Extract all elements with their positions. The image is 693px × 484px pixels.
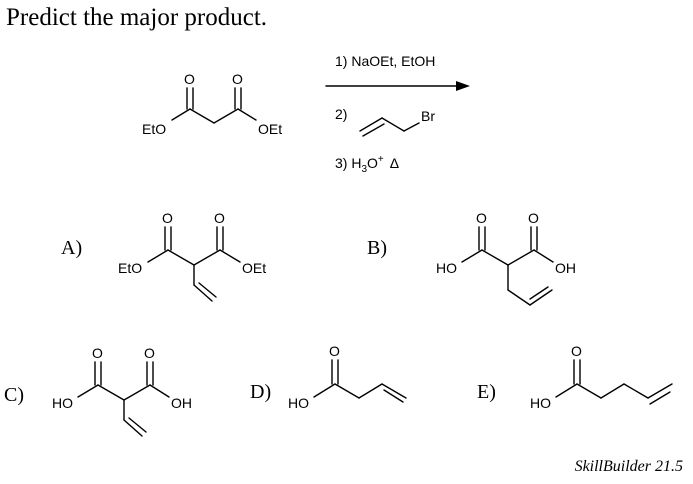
atom-label: HO — [52, 395, 73, 411]
bond — [237, 108, 257, 121]
atom-label: O — [144, 345, 155, 361]
option-e-label[interactable]: E) — [477, 381, 496, 403]
bond — [147, 249, 169, 263]
option-d-label[interactable]: D) — [250, 381, 272, 403]
bond — [123, 419, 143, 437]
bond — [507, 289, 531, 306]
bond — [507, 249, 535, 266]
bond — [533, 249, 554, 263]
atom-label: HO — [288, 395, 309, 411]
bond — [313, 383, 336, 398]
atom-label: EtO — [118, 260, 142, 276]
bond — [362, 123, 385, 137]
atom-label: O — [214, 210, 225, 226]
option-c-label[interactable]: C) — [4, 384, 24, 406]
reagent-step-2-label: 2) — [335, 106, 347, 122]
atom-label: HO — [530, 395, 551, 411]
bond — [97, 384, 125, 401]
atom-label: OEt — [258, 121, 282, 137]
skillbuilder-credit: SkillBuilder 21.5 — [574, 458, 683, 475]
atom-label: O — [162, 210, 173, 226]
bond — [193, 249, 221, 266]
bond — [381, 383, 407, 399]
bond — [198, 282, 217, 298]
bond — [649, 391, 671, 405]
bond — [123, 384, 151, 401]
bond — [213, 108, 239, 124]
option-b-label[interactable]: B) — [367, 237, 387, 259]
option-e-structure: O HO — [530, 343, 673, 411]
atom-label: O — [184, 71, 195, 87]
bond — [189, 108, 215, 124]
option-a-label[interactable]: A) — [61, 237, 83, 259]
bond — [647, 383, 673, 399]
atom-label: O — [571, 343, 582, 359]
option-c-structure: O O HO OH — [52, 345, 192, 437]
reaction-arrow-head — [456, 81, 470, 91]
bond — [529, 289, 553, 306]
bond — [555, 383, 578, 398]
atom-label: O — [92, 345, 103, 361]
atom-label: EtO — [142, 121, 166, 137]
atom-label: O — [232, 71, 243, 87]
bond — [359, 117, 383, 132]
bond — [219, 249, 241, 263]
question-title: Predict the major product. — [6, 4, 268, 31]
option-b-structure: O O HO OH — [436, 210, 576, 306]
bond — [481, 249, 509, 266]
reagent-step-1: 1) NaOEt, EtOH — [335, 53, 435, 69]
bond — [193, 284, 213, 302]
atom-label: O — [476, 210, 487, 226]
bond — [576, 383, 602, 399]
reaction-conditions: 1) NaOEt, EtOH 2) Br 3) H3O+Δ — [325, 53, 470, 175]
option-a-structure: O O EtO OEt — [118, 210, 266, 302]
bond — [403, 122, 420, 132]
bond — [381, 117, 405, 132]
bond — [358, 383, 383, 399]
atom-label: O — [528, 210, 539, 226]
bond — [149, 384, 170, 398]
atom-label: OH — [171, 395, 192, 411]
bond — [623, 383, 649, 399]
option-d-structure: O HO — [288, 343, 407, 411]
bond — [600, 383, 625, 399]
atom-label: OH — [555, 260, 576, 276]
bond — [77, 384, 99, 398]
bond — [334, 383, 360, 399]
bond — [128, 417, 147, 433]
bromine-label: Br — [421, 108, 435, 124]
bond — [383, 389, 404, 403]
bond — [461, 249, 483, 263]
bond — [529, 286, 549, 300]
bond — [171, 108, 191, 121]
bond — [167, 249, 195, 266]
atom-label: O — [329, 343, 340, 359]
atom-label: HO — [436, 260, 457, 276]
atom-label: OEt — [242, 260, 266, 276]
reagent-step-3: 3) H3O+Δ — [335, 154, 399, 175]
starting-material-diethyl-malonate: O O EtO OEt — [142, 71, 282, 137]
